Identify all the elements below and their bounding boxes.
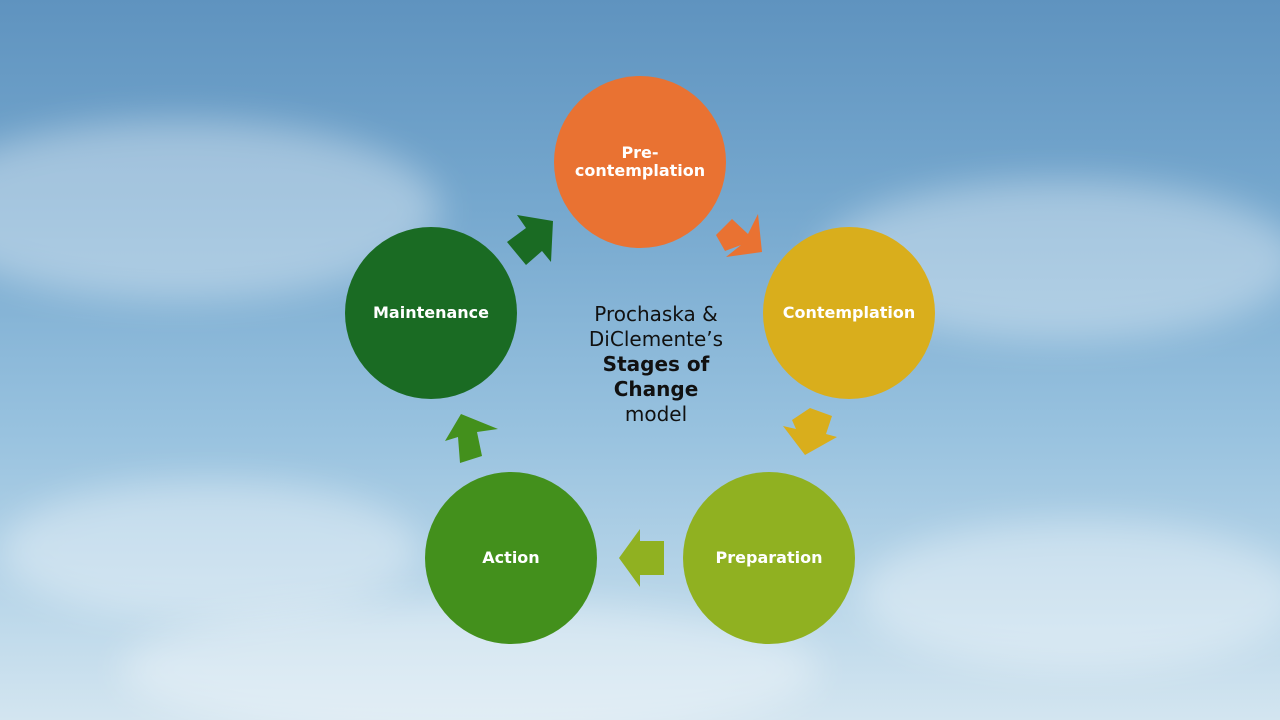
stage-preparation: Preparation: [683, 472, 855, 644]
title-line: Prochaska &: [594, 302, 718, 326]
cloud-shape: [0, 480, 420, 620]
title-bold-line: Change: [613, 377, 699, 401]
title-bold-line: Stages of: [602, 352, 710, 376]
stage-label: contemplation: [574, 161, 706, 180]
stage-label: Preparation: [715, 547, 823, 567]
arrow-maintenance-to-precontemplation: [507, 215, 553, 265]
arrow-preparation-to-action: [619, 529, 664, 587]
stage-label: Action: [482, 547, 540, 567]
stage-maintenance: Maintenance: [345, 227, 517, 399]
diagram-title: Prochaska & DiClemente’s Stages of Chang…: [560, 302, 752, 427]
stage-contemplation: Contemplation: [763, 227, 935, 399]
cloud-shape: [860, 520, 1280, 670]
title-line: DiClemente’s: [588, 327, 724, 351]
arrow-precontemplation-to-contemplation: [716, 214, 762, 257]
arrow-action-to-maintenance: [445, 414, 498, 463]
stage-label: Contemplation: [782, 302, 916, 322]
arrow-contemplation-to-preparation: [783, 408, 837, 455]
stage-label: Pre-: [621, 142, 659, 162]
stage-precontemplation: Pre- contemplation: [554, 76, 726, 248]
stage-label: Maintenance: [372, 302, 489, 322]
title-line: model: [624, 402, 688, 426]
stage-action: Action: [425, 472, 597, 644]
